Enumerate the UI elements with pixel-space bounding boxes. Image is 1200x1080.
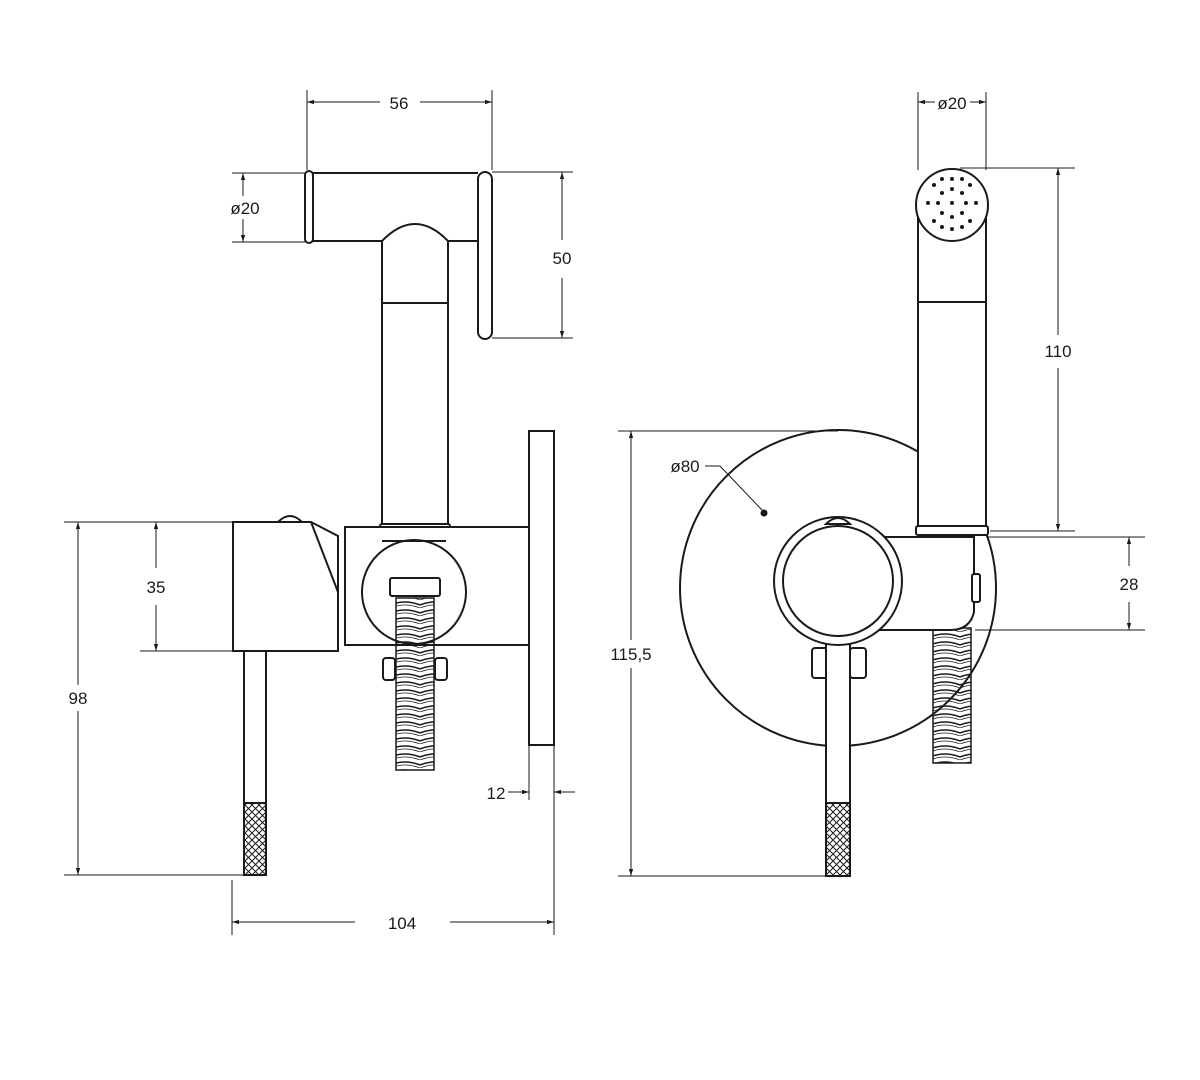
dim-12: 12 xyxy=(487,784,575,803)
dim-110: 110 xyxy=(1044,168,1072,531)
dim-12-label: 12 xyxy=(487,784,506,803)
dim-35: 35 xyxy=(147,522,166,651)
dim-50-label: 50 xyxy=(553,249,572,268)
dim-dia20-head-label: ø20 xyxy=(230,199,259,218)
dim-110-label: 110 xyxy=(1044,342,1071,361)
hose xyxy=(382,577,448,771)
front-extension-lines xyxy=(618,92,1145,877)
side-view: 56 ø20 50 35 98 12 1 xyxy=(62,90,575,935)
dim-104-label: 104 xyxy=(388,914,416,933)
dim-104: 104 xyxy=(232,914,554,933)
flange-plate xyxy=(528,430,555,746)
dim-115-5-label: 115,5 xyxy=(610,645,651,664)
dim-115-5: 115,5 xyxy=(610,431,652,876)
dim-dia20-front: ø20 xyxy=(918,94,986,113)
dim-56-label: 56 xyxy=(390,94,409,113)
dim-28: 28 xyxy=(1120,537,1139,630)
dim-dia20-front-label: ø20 xyxy=(937,94,966,113)
hose-front xyxy=(932,627,972,764)
front-view: ø20 110 ø80 115,5 28 xyxy=(610,92,1145,877)
side-extension-lines xyxy=(64,90,573,935)
dim-50: 50 xyxy=(553,172,572,338)
flange-center-point xyxy=(760,509,768,517)
handshower-front xyxy=(915,168,989,536)
dim-98-label: 98 xyxy=(69,689,88,708)
handshower-body xyxy=(379,223,451,533)
dim-dia20-head: ø20 xyxy=(230,173,260,242)
dim-98: 98 xyxy=(62,522,94,875)
dim-dia80-label: ø80 xyxy=(670,457,699,476)
dim-35-label: 35 xyxy=(147,578,166,597)
dim-56: 56 xyxy=(307,94,492,113)
dim-dia80: ø80 xyxy=(670,457,763,511)
lever-front xyxy=(773,516,903,877)
lever xyxy=(232,515,339,876)
dim-28-label: 28 xyxy=(1120,575,1139,594)
spray-nozzles xyxy=(926,177,978,231)
